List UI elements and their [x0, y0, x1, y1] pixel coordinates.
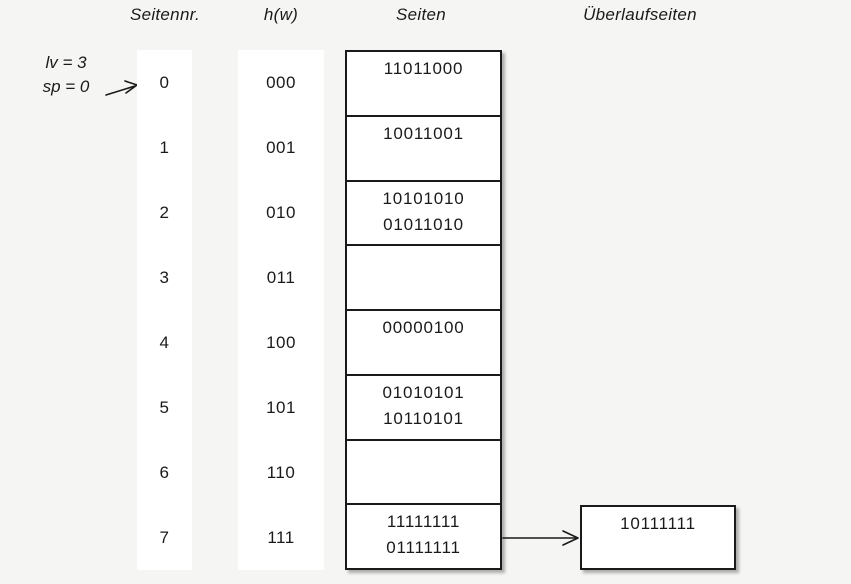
overflow-page-box: 10111111 [580, 505, 736, 570]
page-number-2: 2 [159, 202, 170, 222]
record-value: 01010101 [382, 382, 465, 402]
annotation-lv: lv = 3 [45, 53, 87, 72]
hash-value-100: 100 [266, 332, 296, 352]
hash-value-000: 000 [266, 72, 296, 92]
annotation-sp: sp = 0 [42, 77, 90, 96]
record-value: 11111111 [386, 512, 461, 532]
column-header-ueberlaufseiten: Überlaufseiten [583, 5, 697, 24]
column-header-seiten: Seiten [395, 5, 447, 24]
page-number-4: 4 [159, 332, 170, 352]
page-cell-6 [347, 438, 500, 504]
hash-value-010: 010 [266, 202, 296, 222]
record-value: 00000100 [382, 318, 465, 337]
page-cell-0: 11011000 [347, 52, 500, 115]
record-value: 11011000 [383, 59, 464, 78]
state-annotation: lv = 3 sp = 0 [28, 51, 104, 99]
record-value: 10101010 [382, 188, 465, 208]
hash-value-001: 001 [266, 137, 296, 157]
page-cell-1: 10011001 [347, 114, 500, 180]
overflow-arrow-icon [502, 530, 579, 546]
hash-value-101: 101 [266, 397, 296, 417]
overflow-record-value: 10111111 [620, 514, 696, 533]
record-value: 01111111 [386, 538, 461, 558]
column-header-hw: h(w) [263, 5, 299, 24]
page-number-7: 7 [159, 527, 170, 547]
hw-column: 000 001 010 011 100 101 110 111 [238, 50, 324, 570]
page-number-0: 0 [159, 72, 170, 92]
page-cell-4: 00000100 [347, 309, 500, 374]
page-number-3: 3 [159, 267, 170, 287]
page-number-5: 5 [159, 397, 170, 417]
seiten-table: 11011000 10011001 10101010 01011010 00000100… [345, 50, 502, 570]
seitennr-column: 0 1 2 3 4 5 6 7 [137, 50, 192, 570]
record-value: 01011010 [383, 214, 464, 234]
hash-value-110: 110 [266, 462, 296, 482]
page-number-6: 6 [159, 462, 170, 482]
column-header-seitennr: Seitennr. [129, 5, 201, 24]
hash-value-011: 011 [266, 267, 296, 287]
page-cell-7: 11111111 01111111 [347, 503, 500, 568]
page-number-1: 1 [159, 137, 170, 157]
record-value: 10110101 [383, 408, 464, 428]
record-value: 10011001 [383, 123, 464, 143]
page-cell-5: 01010101 10110101 [347, 373, 500, 439]
page-cell-3 [347, 244, 500, 309]
page-cell-2: 10101010 01011010 [347, 179, 500, 245]
hash-value-111: 111 [267, 527, 295, 547]
